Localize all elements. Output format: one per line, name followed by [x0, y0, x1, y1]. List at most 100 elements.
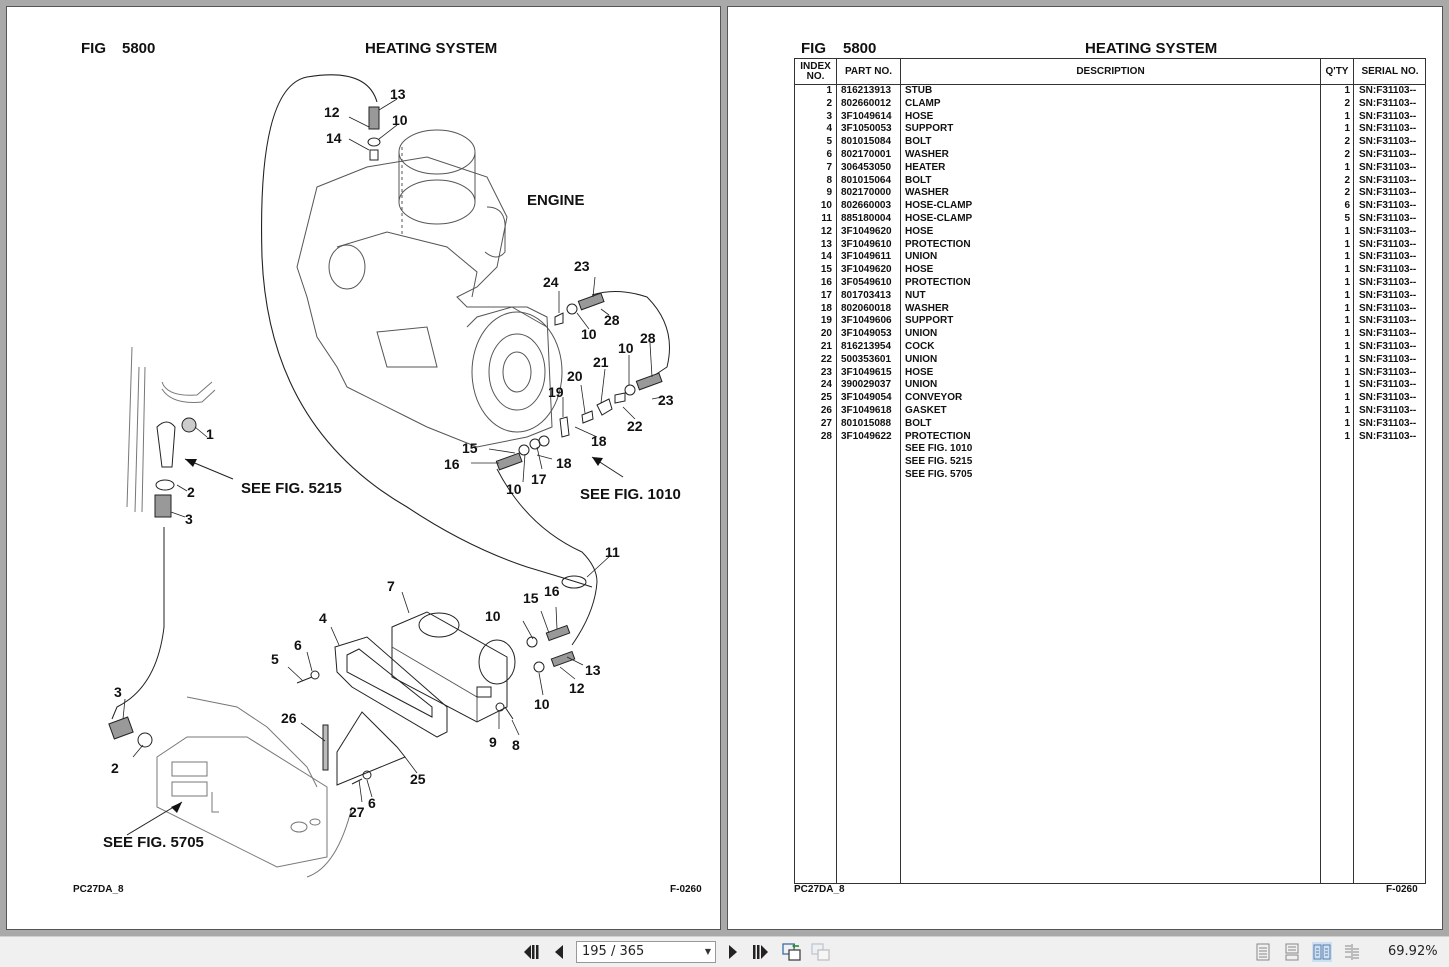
- continuous-facing-view-button[interactable]: [1342, 942, 1362, 962]
- callout-3: 3: [185, 511, 193, 527]
- index-cell: 13: [820, 238, 832, 250]
- next-page-button[interactable]: [722, 941, 744, 963]
- continuous-view-button[interactable]: [1282, 942, 1302, 962]
- description-cell: SEE FIG. 5705: [905, 468, 973, 480]
- description-cell: HOSE-CLAMP: [905, 200, 973, 212]
- next-view-button[interactable]: [810, 941, 832, 963]
- single-page-view-icon: [1256, 943, 1270, 961]
- part-number-cell: 3F1049606: [841, 315, 892, 327]
- facing-pages-view-button[interactable]: [1312, 942, 1332, 962]
- last-page-button[interactable]: [750, 941, 772, 963]
- callout-10: 10: [581, 326, 597, 342]
- serial-number-cell: SN:F31103--: [1359, 340, 1417, 352]
- qty-cell: 1: [1344, 417, 1350, 429]
- description-cell: UNION: [905, 328, 938, 340]
- first-page-button[interactable]: [520, 941, 542, 963]
- serial-number-cell: SN:F31103--: [1359, 302, 1417, 314]
- chevron-down-icon[interactable]: ▼: [704, 947, 711, 956]
- description-cell: HOSE-CLAMP: [905, 212, 973, 224]
- callout-20: 20: [567, 368, 583, 384]
- index-cell: 6: [826, 148, 832, 160]
- last-page-icon: [753, 945, 768, 959]
- table-row: SEE FIG. 5705: [795, 469, 1425, 482]
- description-cell: HEATER: [905, 161, 946, 173]
- qty-cell: 1: [1344, 392, 1350, 404]
- qty-cell: 2: [1344, 148, 1350, 160]
- part-number-cell: 3F1049620: [841, 225, 892, 237]
- serial-number-cell: SN:F31103--: [1359, 123, 1417, 135]
- serial-number-cell: SN:F31103--: [1359, 225, 1417, 237]
- zoom-level[interactable]: 69.92%: [1388, 944, 1438, 959]
- callout-26: 26: [281, 710, 297, 726]
- callout-22: 22: [627, 418, 643, 434]
- previous-view-icon: [782, 943, 801, 961]
- index-cell: 9: [826, 187, 832, 199]
- callout-23: 23: [574, 258, 590, 274]
- serial-number-cell: SN:F31103--: [1359, 353, 1417, 365]
- index-cell: 21: [820, 340, 832, 352]
- serial-number-cell: SN:F31103--: [1359, 289, 1417, 301]
- qty-cell: 5: [1344, 212, 1350, 224]
- description-cell: HOSE: [905, 110, 934, 122]
- table-row: SEE FIG. 1010: [795, 443, 1425, 456]
- callout-4: 4: [319, 610, 327, 626]
- callout-6: 6: [294, 637, 302, 653]
- header-index: INDEX NO.: [800, 60, 831, 82]
- index-cell: 20: [820, 328, 832, 340]
- page-indicator: 195 / 365: [582, 944, 645, 959]
- callout-10: 10: [485, 608, 501, 624]
- callout-15: 15: [523, 590, 539, 606]
- description-cell: PROTECTION: [905, 238, 971, 250]
- previous-view-button[interactable]: [781, 941, 803, 963]
- index-cell: 28: [820, 430, 832, 442]
- description-cell: BOLT: [905, 417, 932, 429]
- part-number-cell: 3F1049620: [841, 264, 892, 276]
- serial-number-cell: SN:F31103--: [1359, 212, 1417, 224]
- serial-number-cell: SN:F31103--: [1359, 366, 1417, 378]
- qty-cell: 1: [1344, 264, 1350, 276]
- part-number-cell: 802170001: [841, 148, 892, 160]
- part-number-cell: 3F1049615: [841, 366, 892, 378]
- page-number-input[interactable]: 195 / 365 ▼: [576, 941, 716, 963]
- description-cell: PROTECTION: [905, 276, 971, 288]
- description-cell: HOSE: [905, 366, 934, 378]
- part-number-cell: 885180004: [841, 212, 892, 224]
- part-number-cell: 3F1049053: [841, 328, 892, 340]
- serial-number-cell: SN:F31103--: [1359, 379, 1417, 391]
- serial-number-cell: SN:F31103--: [1359, 404, 1417, 416]
- part-number-cell: 500353601: [841, 353, 892, 365]
- description-cell: NUT: [905, 289, 926, 301]
- index-cell: 8: [826, 174, 832, 186]
- single-page-view-button[interactable]: [1253, 942, 1273, 962]
- part-number-cell: 3F1050053: [841, 123, 892, 135]
- see-fig-5215-ref: SEE FIG. 5215: [241, 480, 342, 497]
- qty-cell: 1: [1344, 328, 1350, 340]
- callout-15: 15: [462, 440, 478, 456]
- engine-label: ENGINE: [527, 192, 585, 209]
- description-cell: BOLT: [905, 174, 932, 186]
- serial-number-cell: SN:F31103--: [1359, 148, 1417, 160]
- callout-17: 17: [531, 471, 547, 487]
- callout-16: 16: [444, 456, 460, 472]
- description-cell: CONVEYOR: [905, 392, 963, 404]
- callout-7: 7: [387, 578, 395, 594]
- serial-number-cell: SN:F31103--: [1359, 392, 1417, 404]
- part-number-cell: 3F1049622: [841, 430, 892, 442]
- previous-page-button[interactable]: [548, 941, 570, 963]
- previous-page-icon: [555, 945, 563, 959]
- callout-25: 25: [410, 771, 426, 787]
- index-cell: 11: [821, 212, 832, 224]
- callout-6: 6: [368, 795, 376, 811]
- callout-10: 10: [534, 696, 550, 712]
- callout-10: 10: [618, 340, 634, 356]
- part-number-cell: 816213913: [841, 85, 892, 96]
- serial-number-cell: SN:F31103--: [1359, 276, 1417, 288]
- part-number-cell: 390029037: [841, 379, 892, 391]
- qty-cell: 2: [1344, 136, 1350, 148]
